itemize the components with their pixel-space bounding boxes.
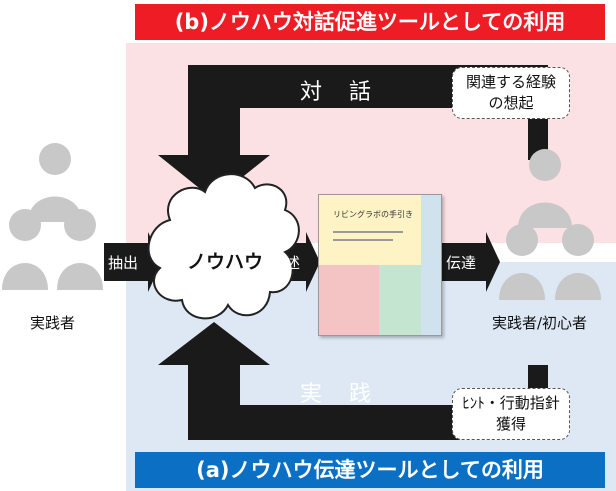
- knowhow-cloud: [147, 173, 300, 320]
- practitioner-icons: [2, 143, 103, 290]
- banner-dialogue-tool: (b)ノウハウ対話促進ツールとしての利用: [135, 4, 605, 40]
- dialogue-arrow: [158, 65, 548, 200]
- learner-icons: [499, 149, 601, 300]
- learner-label: 実践者/初心者: [492, 314, 588, 332]
- transmit-arrow: [440, 232, 500, 292]
- describe-label: 記述: [270, 254, 301, 272]
- recall-note-line-2: の想起: [488, 94, 534, 112]
- guidebook: リビングラボの手引き: [318, 194, 442, 336]
- book-spine-strip: [421, 195, 441, 335]
- hints-note-line-1: ﾋﾝﾄ・行動指針: [462, 394, 560, 412]
- book-text-line: [333, 239, 393, 241]
- book-illustration-b: [379, 265, 421, 335]
- extract-label: 抽出: [108, 254, 139, 272]
- banner-transmission-tool: (a)ノウハウ伝達ツールとしての利用: [135, 452, 605, 488]
- recall-note: 関連する経験 の想起: [452, 67, 570, 119]
- practice-arrow: [158, 322, 548, 440]
- recall-note-line-1: 関連する経験: [465, 73, 556, 91]
- practice-label: 実 践: [300, 382, 381, 407]
- dialogue-label: 対 話: [300, 80, 381, 105]
- book-text-line: [333, 231, 403, 233]
- hints-note-line-2: 獲得: [495, 415, 526, 433]
- knowhow-label: ノウハウ: [186, 251, 263, 273]
- practitioner-label: 実践者: [30, 314, 76, 332]
- book-title: リビングラボの手引き: [333, 210, 413, 219]
- book-illustration-a: [319, 265, 379, 335]
- hints-note: ﾋﾝﾄ・行動指針 獲得: [452, 388, 570, 440]
- extract-arrow: [104, 232, 162, 292]
- transmit-label: 伝達: [446, 254, 477, 272]
